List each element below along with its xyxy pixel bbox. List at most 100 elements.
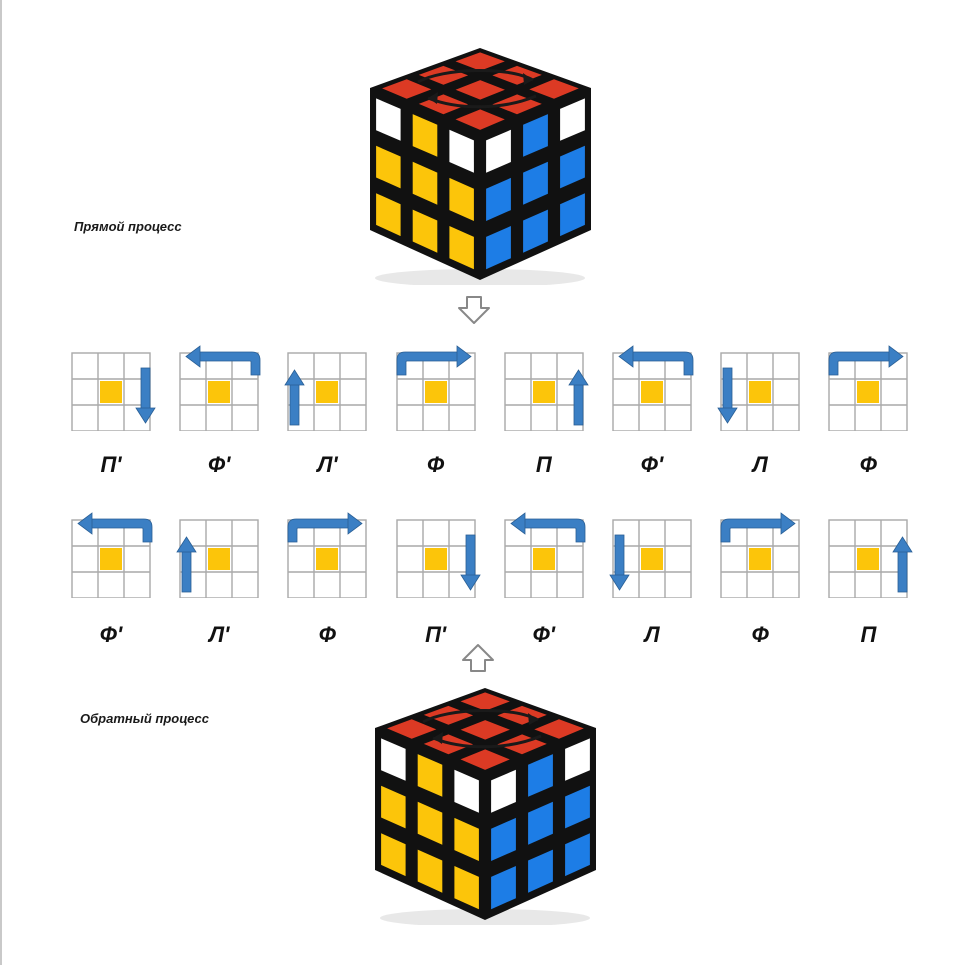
cube-sticker [412,209,438,253]
cube-sticker [417,754,443,797]
cube-sticker [381,738,406,781]
move-label: П' [425,622,447,647]
move-arrow-icon [135,367,156,424]
center-sticker [100,548,122,570]
move-arrow-icon [828,345,905,376]
center-sticker [749,381,772,403]
cube-right-face [491,738,590,910]
move-arrow-icon [510,512,586,543]
move-label: Л' [209,622,230,647]
move-arrow-icon [176,536,197,593]
cube-sticker [460,692,510,711]
cube-sticker [449,129,474,173]
move-arrow-icon [892,536,914,593]
cube-sticker [523,161,548,205]
move-label: Ф [751,622,769,647]
cube-sticker [560,98,585,141]
cube-sticker [376,193,401,237]
cube-sticker [486,129,511,173]
caption-reverse: Обратный процесс [80,711,209,726]
center-sticker [857,381,880,403]
move-arrow-icon [459,534,481,591]
cube-sticker [460,749,510,770]
cube-sticker [454,866,479,910]
move-label: Л [752,452,768,477]
cube-sticker [455,52,505,71]
cube-top [370,48,591,285]
center-sticker [424,548,447,570]
cube-top-face [387,692,584,770]
center-sticker [208,548,231,570]
move-arrow-icon [396,345,472,376]
cube-sticker [565,738,590,781]
move-diagram [395,519,481,598]
move-arrow-icon [717,367,738,424]
cube-sticker [523,209,548,253]
cube-sticker [491,769,516,813]
cube-sticker [418,65,469,85]
center-sticker [532,381,555,403]
cube-sticker [523,114,548,157]
center-sticker [641,548,663,570]
center-sticker [208,381,231,403]
move-arrow-icon [609,534,630,591]
cube-sticker [486,226,511,270]
move-diagram [284,352,368,431]
center-sticker [316,381,339,403]
move-diagram [395,345,476,431]
cube-sticker [491,866,516,910]
move-label: П [860,622,877,647]
move-diagram [612,345,694,431]
move-diagram [504,352,589,431]
caption-forward: Прямой процесс [74,219,182,234]
move-diagram [176,519,259,598]
cube-sticker [382,79,432,99]
cube-sticker [529,79,579,99]
move-label: Ф' [640,452,664,477]
cube-sticker [565,785,590,829]
center-sticker [749,548,772,570]
move-arrow-icon [284,369,306,426]
cube-sticker [412,161,438,205]
move-diagram [609,519,692,598]
move-label: Ф [427,452,445,477]
left-edge-line [0,0,2,965]
cube-sticker [560,193,585,237]
cube-right-face [486,98,585,270]
cube-sticker [455,80,505,100]
cube-sticker [460,720,510,740]
move-label: П [535,452,552,477]
move-diagram [828,345,909,431]
cube-sticker [417,801,443,845]
flow-arrow-up-icon [462,644,494,672]
move-label: Ф' [207,452,231,477]
cube-sticker [528,849,553,893]
move-diagram [287,512,368,598]
move-arrow-icon [77,512,153,543]
cube-left-face [376,98,474,270]
cube-bottom [375,688,596,925]
cube-sticker [449,177,474,221]
move-arrow-icon [720,512,796,543]
center-sticker [641,381,663,403]
cube-sticker [376,145,401,189]
center-sticker [100,381,122,403]
move-arrow-icon [618,345,694,376]
move-diagram [504,512,586,598]
move-label: Ф [318,622,336,647]
cube-sticker [412,114,438,157]
move-diagram [71,352,156,431]
cube-sticker [376,98,401,141]
cube-sticker [454,769,479,813]
flow-arrow-down-icon [458,296,490,324]
cube-sticker [387,719,437,739]
move-diagram [720,512,800,598]
cube-sticker [528,801,553,845]
cube-sticker [486,177,511,221]
face-grid [504,352,584,431]
cube-sticker [381,785,406,829]
center-sticker [316,548,339,570]
move-diagram [179,345,261,431]
move-arrow-icon [185,345,261,376]
